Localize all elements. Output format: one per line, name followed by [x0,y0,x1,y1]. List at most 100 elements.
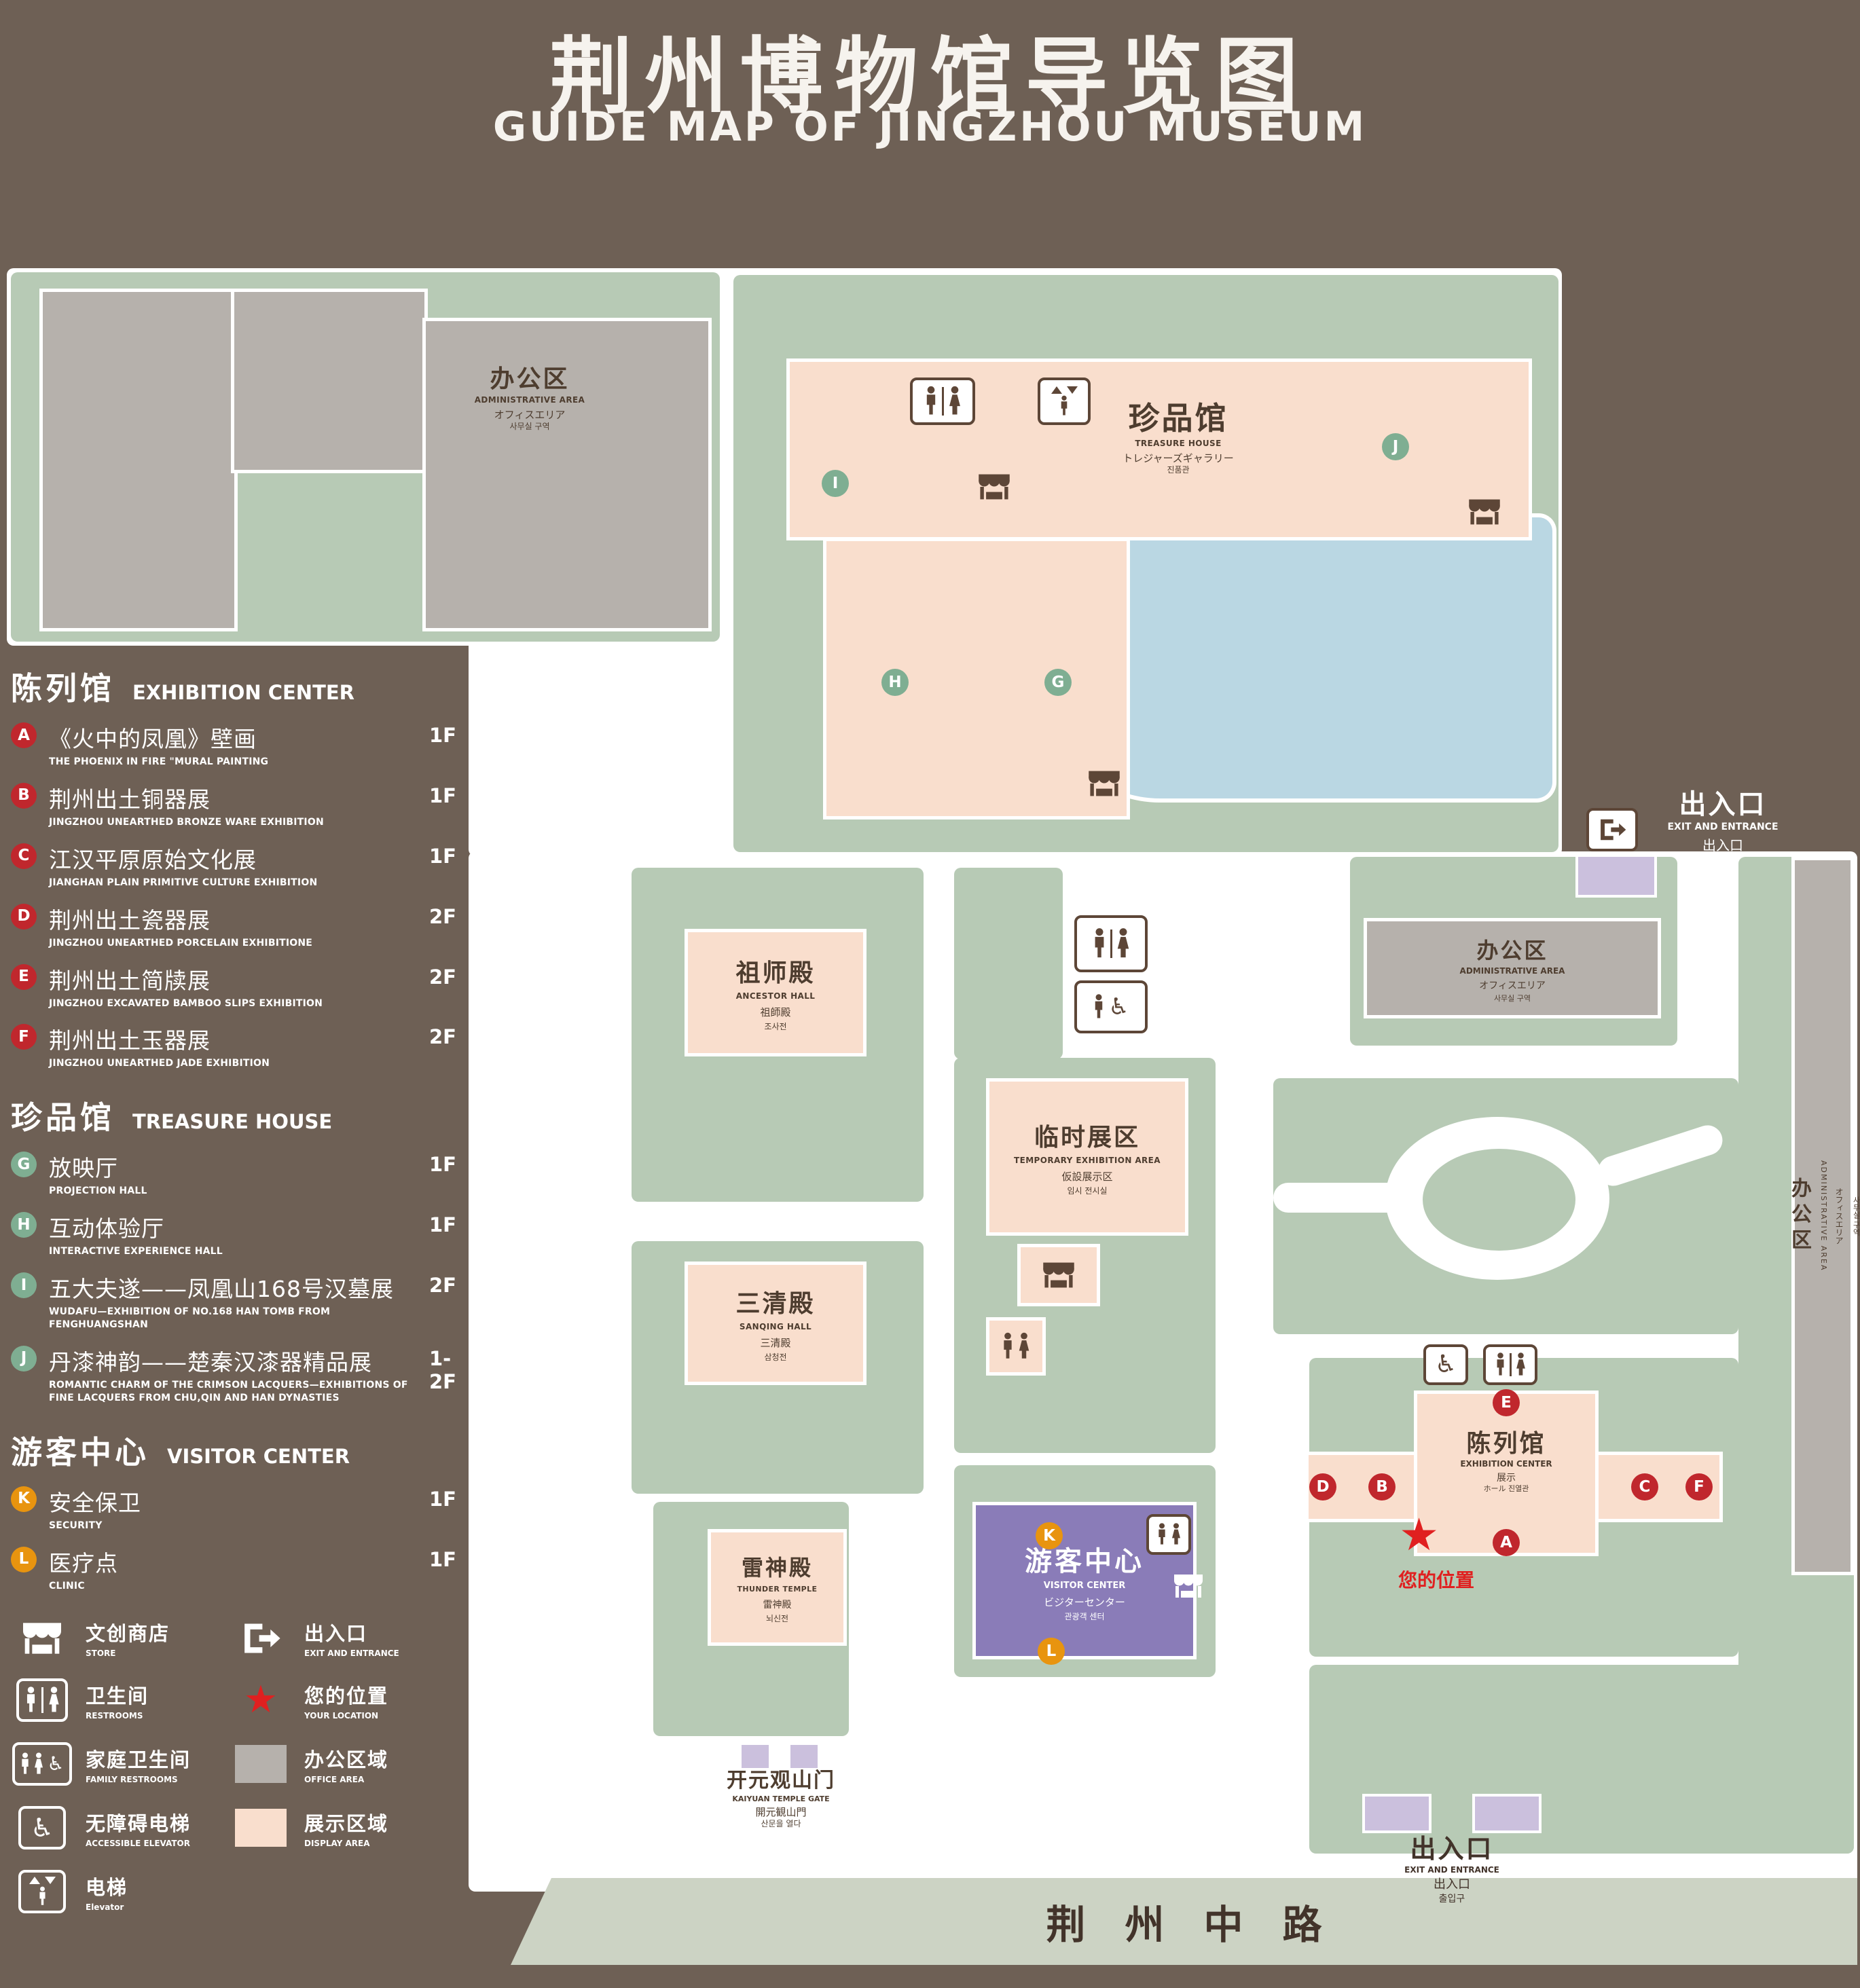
elevator-icon [18,1870,66,1914]
store-icon [1172,1572,1205,1600]
store-icon [20,1620,64,1657]
legend-marker-f: F [11,1024,37,1050]
store-icon [1467,497,1502,527]
office-area-swatch [235,1745,287,1784]
family-restroom-icon: ♿ [12,1742,72,1786]
map-marker-h: H [881,669,909,696]
exit-s-label: 出入口 EXIT AND ENTRANCE 出入口 출입구 [1404,1834,1499,1905]
legend-marker-h: H [11,1212,37,1238]
building-exhibition-center [1414,1391,1599,1556]
garden-island [1423,1149,1575,1251]
exit-entrance-icon [240,1622,282,1655]
gate-post [788,1742,820,1771]
legend-marker-a: A [11,722,37,748]
exit-entrance-icon [1586,808,1638,851]
legend-marker-l: L [11,1546,37,1572]
map-marker-g: G [1044,669,1072,696]
map-marker-j: J [1382,433,1409,460]
store-icon [1087,769,1122,798]
legend-section-visitor-center: 游客中心 VISITOR CENTER [11,1433,350,1471]
exhibition-center-label: 陈列馆 EXHIBITION CENTER 展示 ホール 진열관 [1460,1430,1552,1494]
building-treasure-house [823,538,1130,820]
building-temporary-exhibition: 临时展区 TEMPORARY EXHIBITION AREA 仮設展示区 임시 … [986,1078,1188,1236]
legend-section-treasure-house: 珍品馆 TREASURE HOUSE [11,1099,333,1137]
your-location-star: ★ [1399,1509,1440,1561]
road-label: 荆州中路 [1046,1902,1362,1948]
map-marker-a: A [1493,1529,1520,1556]
accessible-elevator-icon: ♿ [1423,1344,1468,1385]
map-marker-c: C [1631,1473,1658,1501]
accessible-elevator-icon: ♿ [18,1806,66,1850]
display-area-swatch [235,1809,287,1847]
legend-marker-i: I [11,1272,37,1299]
gate-label: 开元观山门 KAIYUAN TEMPLE GATE 開元観山門 산문을 열다 [727,1769,835,1829]
building-admin-nw [231,289,428,473]
restroom-icon [1146,1514,1191,1555]
page-title: 荆州博物馆导览图 [549,29,1311,125]
treasure-house-label: 珍品馆 TREASURE HOUSE トレジャーズギャラリー 진품관 [1123,400,1234,475]
your-location-star-icon: ★ [243,1678,278,1723]
exit-pad [1472,1794,1542,1833]
map-marker-d: D [1309,1473,1336,1501]
legend-marker-g: G [11,1152,37,1178]
building-admin-nw [422,318,712,631]
map-marker-e: E [1493,1389,1520,1416]
gate-post [739,1742,771,1771]
building-ancestor-hall: 祖师殿 ANCESTOR HALL 祖師殿 조사전 [685,929,867,1056]
store-kiosk [1017,1244,1100,1306]
road: 荆州中路 [511,1878,1857,1965]
legend-section-exhibition-center: 陈列馆 EXHIBITION CENTER [11,670,355,707]
legend-marker-k: K [11,1486,37,1512]
exit-pad [1362,1794,1432,1833]
legend-marker-d: D [11,903,37,929]
building-admin-east: 办公区 ADMINISTRATIVE AREA オフィスエリア 사무실 구역 [1787,857,1860,1575]
legend-marker-j: J [11,1345,37,1372]
building-admin-nw [39,289,238,631]
restroom-icon [910,378,975,425]
page-subtitle: GUIDE MAP OF JINGZHOU MUSEUM [492,103,1368,151]
restroom-icon [1483,1344,1537,1385]
building-thunder-temple: 雷神殿 THUNDER TEMPLE 雷神殿 뇌신전 [708,1529,847,1646]
map-marker-k: K [1036,1522,1063,1549]
family-restroom-icon: ♿ [1074,980,1148,1033]
restroom-icon [16,1678,68,1723]
building-sanqing-hall: 三清殿 SANQING HALL 三清殿 삼청전 [685,1262,867,1385]
building-admin-mid: 办公区 ADMINISTRATIVE AREA オフィスエリア 사무실 구역 [1364,918,1661,1018]
legend-marker-c: C [11,843,37,869]
legend-marker-e: E [11,963,37,990]
elevator-icon [1038,378,1091,425]
legend-marker-b: B [11,782,37,809]
store-icon [977,472,1012,502]
exit-ne-label: 出入口 EXIT AND ENTRANCE 出入口 출입구 [1667,789,1779,868]
map-marker-b: B [1368,1473,1396,1501]
lawn-area [954,868,1063,1059]
water-pond [1058,513,1556,803]
restroom-icon [986,1317,1046,1376]
your-location-label: 您的位置 [1398,1569,1474,1591]
admin-nw-label: 办公区 ADMINISTRATIVE AREA オフィスエリア 사무실 구역 [474,365,585,432]
restroom-icon [1074,915,1148,972]
map-marker-i: I [822,470,849,497]
map-marker-l: L [1038,1638,1065,1665]
